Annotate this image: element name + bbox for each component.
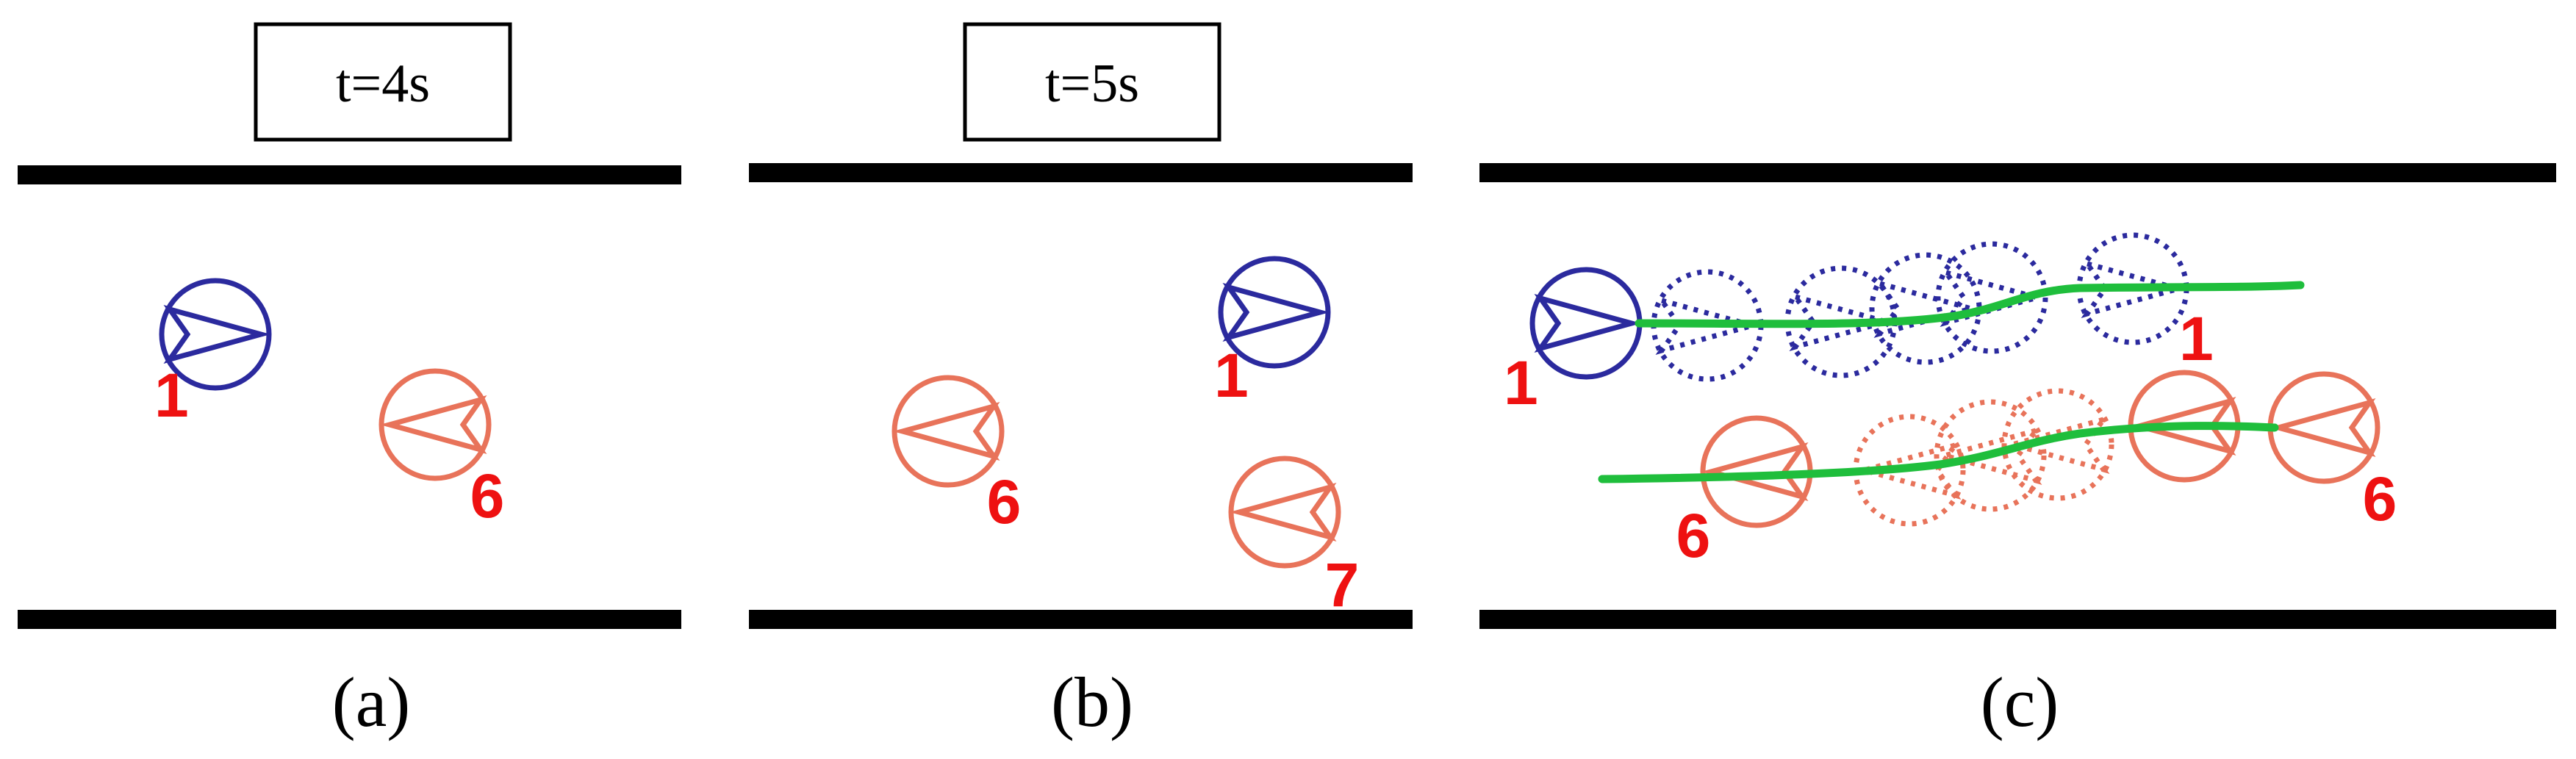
panel-a: t=4s 1 6 (a) bbox=[18, 22, 681, 741]
agent-6-b bbox=[894, 378, 1002, 485]
time-box-b: t=5s bbox=[963, 22, 1221, 142]
agent-id-1-c-end: 1 bbox=[2179, 304, 2214, 373]
agent-7-b bbox=[1231, 458, 1338, 566]
top-wall-c bbox=[1479, 163, 2556, 182]
panel-b: t=5s 1 6 7 (b) bbox=[749, 22, 1413, 741]
agent-id-6-c: 6 bbox=[2363, 464, 2397, 533]
top-wall-a bbox=[18, 165, 681, 184]
agent-1-ghosts bbox=[1654, 235, 2186, 379]
agent-id-6-a: 6 bbox=[470, 461, 505, 530]
agent-id-1-a: 1 bbox=[154, 361, 189, 430]
time-label-b: t=5s bbox=[1045, 54, 1139, 114]
agent-id-6-c-start: 6 bbox=[1676, 501, 1711, 570]
panel-c: 1 1 6 6 (c) bbox=[1479, 163, 2556, 741]
caption-b: (b) bbox=[1051, 663, 1133, 741]
agent-1-trajectory bbox=[1635, 281, 2305, 328]
top-wall-b bbox=[749, 163, 1413, 182]
agent-6-trajectory bbox=[1598, 422, 2279, 483]
agent-6-c bbox=[2270, 374, 2378, 481]
caption-c: (c) bbox=[1981, 663, 2059, 741]
bottom-wall-c bbox=[1479, 610, 2556, 629]
agent-id-1-b: 1 bbox=[1214, 341, 1249, 410]
caption-a: (a) bbox=[332, 663, 411, 741]
agent-id-1-c: 1 bbox=[1504, 348, 1538, 417]
agent-1-c bbox=[1532, 270, 1640, 377]
bottom-wall-b bbox=[749, 610, 1413, 629]
time-label-a: t=4s bbox=[336, 54, 430, 114]
agent-id-6-b: 6 bbox=[987, 467, 1022, 536]
agent-id-7-b: 7 bbox=[1325, 550, 1360, 619]
time-box-a: t=4s bbox=[254, 22, 512, 142]
bottom-wall-a bbox=[18, 610, 681, 629]
